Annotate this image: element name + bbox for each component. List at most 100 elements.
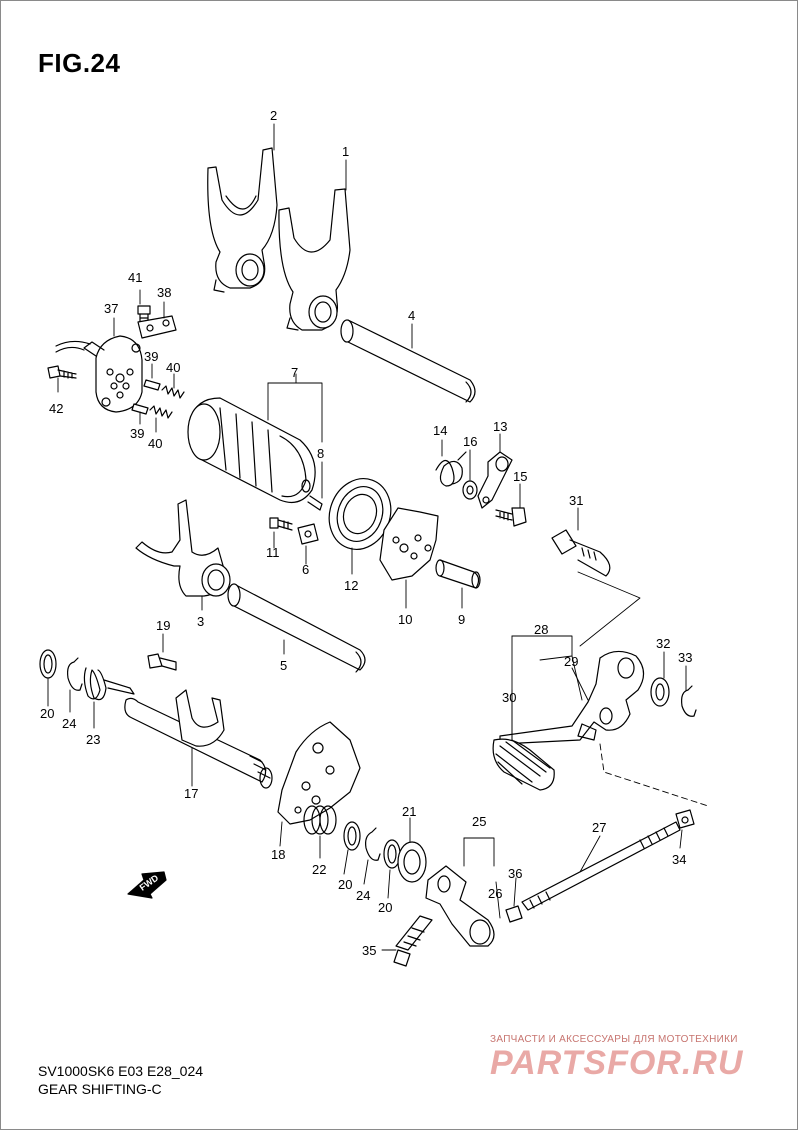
- part-spring-40-lower[interactable]: [149, 405, 173, 419]
- callout-38: 38: [157, 285, 171, 300]
- callout-22: 22: [312, 862, 326, 877]
- part-plate-38[interactable]: [137, 315, 177, 339]
- part-nut-36[interactable]: [505, 905, 523, 923]
- callout-20-mid: 20: [338, 877, 352, 892]
- part-washer-6[interactable]: [297, 523, 319, 545]
- callout-39-upper: 39: [144, 349, 158, 364]
- callout-11: 11: [266, 545, 280, 560]
- callout-8: 8: [317, 446, 324, 461]
- callout-20-right: 20: [378, 900, 392, 915]
- callout-3: 3: [197, 614, 204, 629]
- callout-labels: 2 1 4 7 8 41 38 37 39 40 42 39 40 14 16 …: [40, 108, 692, 958]
- callout-2: 2: [270, 108, 277, 123]
- callout-41: 41: [128, 270, 142, 285]
- part-pin-19[interactable]: [147, 653, 177, 671]
- callout-20-left: 20: [40, 706, 54, 721]
- part-screw-42[interactable]: [47, 365, 77, 379]
- watermark-tagline: ЗАПЧАСТИ И АКСЕССУАРЫ ДЛЯ МОТОТЕХНИКИ: [490, 1034, 738, 1045]
- callout-23: 23: [86, 732, 100, 747]
- callout-31: 31: [569, 493, 583, 508]
- watermark-logo: PARTSFOR.RU: [490, 1044, 744, 1082]
- part-screw-41[interactable]: [137, 305, 151, 325]
- part-spring-40-upper[interactable]: [161, 385, 185, 399]
- callout-35: 35: [362, 943, 376, 958]
- callout-27: 27: [592, 820, 606, 835]
- part-gearshift-shaft-17[interactable]: [124, 689, 273, 789]
- part-washer-32[interactable]: [650, 677, 670, 707]
- part-link-arm-25[interactable]: [425, 865, 495, 947]
- part-washer-20-left[interactable]: [39, 649, 57, 679]
- part-spring-14[interactable]: [435, 451, 467, 487]
- part-spring-22[interactable]: [303, 805, 337, 835]
- model-code: SV1000SK6 E03 E28_024: [38, 1063, 204, 1079]
- part-pin-9[interactable]: [435, 559, 481, 589]
- part-shift-link-rod-27[interactable]: [521, 821, 681, 911]
- callout-9: 9: [458, 612, 465, 627]
- part-circlip-24-mid[interactable]: [365, 827, 381, 861]
- part-shift-cam-10[interactable]: [379, 507, 439, 581]
- callout-10: 10: [398, 612, 412, 627]
- callout-34: 34: [672, 852, 686, 867]
- part-screw-11[interactable]: [269, 517, 293, 531]
- callout-24-left: 24: [62, 716, 76, 731]
- part-gear-position-switch-37[interactable]: [55, 335, 143, 413]
- part-pin-39-upper[interactable]: [143, 379, 161, 391]
- part-shift-fork-2[interactable]: [207, 147, 278, 293]
- part-washer-20-right[interactable]: [383, 839, 401, 869]
- part-circlip-33[interactable]: [681, 685, 697, 717]
- callout-16: 16: [463, 434, 477, 449]
- callout-21: 21: [402, 804, 416, 819]
- callout-33: 33: [678, 650, 692, 665]
- callout-13: 13: [493, 419, 507, 434]
- part-fork-shaft-4[interactable]: [340, 319, 476, 403]
- part-gearshift-lever-28[interactable]: [499, 650, 645, 745]
- part-oil-seal-21[interactable]: [397, 841, 427, 883]
- part-pin-39-lower[interactable]: [131, 403, 149, 415]
- callout-40-lower: 40: [148, 436, 162, 451]
- callout-1: 1: [342, 144, 349, 159]
- callout-15: 15: [513, 469, 527, 484]
- part-shift-arm-18[interactable]: [277, 721, 361, 825]
- diagram-subtitle: GEAR SHIFTING-C: [38, 1081, 162, 1097]
- figure-title: FIG.24: [38, 48, 121, 78]
- part-bolt-35[interactable]: [393, 915, 433, 967]
- callout-29: 29: [564, 654, 578, 669]
- callout-25: 25: [472, 814, 486, 829]
- part-fork-shaft-5[interactable]: [227, 583, 366, 673]
- callout-6: 6: [302, 562, 309, 577]
- part-pivot-bolt-31[interactable]: [551, 529, 611, 577]
- callout-26: 26: [488, 886, 502, 901]
- callout-18: 18: [271, 847, 285, 862]
- callout-42: 42: [49, 401, 63, 416]
- part-shift-pedal-rubber-30[interactable]: [492, 738, 555, 791]
- part-washer-20-mid[interactable]: [343, 821, 361, 851]
- part-shift-drum-7[interactable]: [187, 397, 323, 511]
- callout-36: 36: [508, 866, 522, 881]
- callout-19: 19: [156, 618, 170, 633]
- part-bolt-15[interactable]: [495, 507, 527, 527]
- part-return-spring-23[interactable]: [83, 667, 135, 701]
- part-washer-16[interactable]: [462, 480, 478, 500]
- callout-5: 5: [280, 658, 287, 673]
- fwd-direction-arrow: FWD: [127, 871, 167, 899]
- part-shift-fork-1[interactable]: [278, 188, 351, 331]
- callout-24-mid: 24: [356, 888, 370, 903]
- part-stopper-arm-13[interactable]: [477, 451, 513, 509]
- part-circlip-24-left[interactable]: [67, 657, 83, 691]
- callout-32: 32: [656, 636, 670, 651]
- callout-40-upper: 40: [166, 360, 180, 375]
- callout-39-lower: 39: [130, 426, 144, 441]
- callout-17: 17: [184, 786, 198, 801]
- part-nut-34[interactable]: [675, 809, 695, 829]
- leader-lines: [47, 123, 709, 951]
- callout-12: 12: [344, 578, 358, 593]
- callout-28: 28: [534, 622, 548, 637]
- part-shift-fork-3[interactable]: [135, 499, 231, 597]
- callout-14: 14: [433, 423, 447, 438]
- callout-4: 4: [408, 308, 415, 323]
- callout-37: 37: [104, 301, 118, 316]
- callout-7: 7: [291, 365, 298, 380]
- callout-30: 30: [502, 690, 516, 705]
